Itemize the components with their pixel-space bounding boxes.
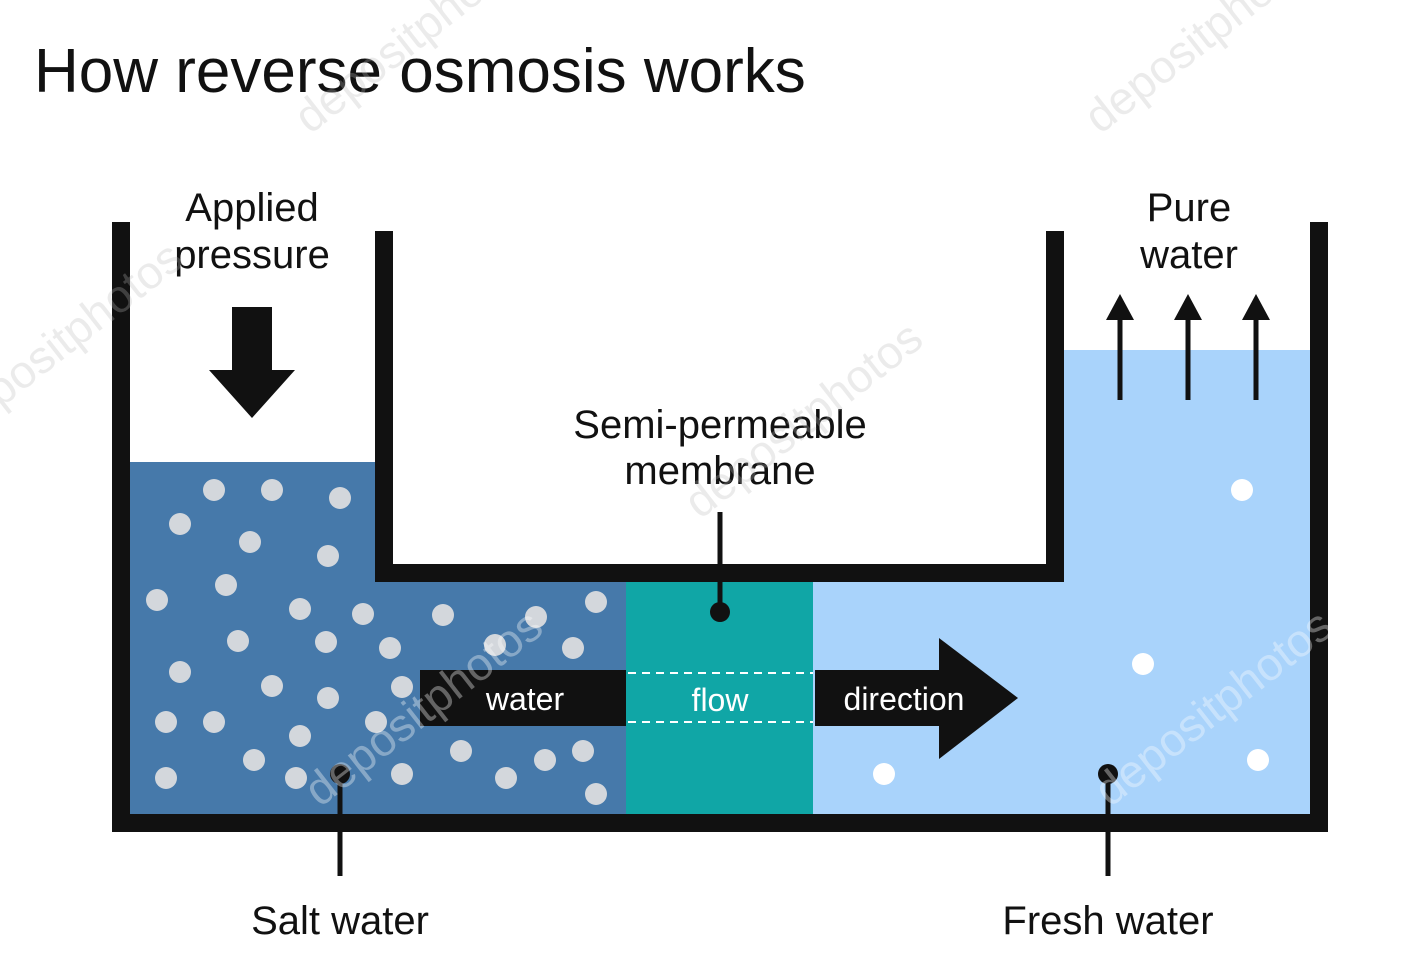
pressure-arrow-shaft <box>232 307 272 371</box>
flow-arrow-body-left <box>420 670 626 726</box>
salt-particle <box>585 783 607 805</box>
leader-dot-salt-water <box>330 764 350 784</box>
leader-dots <box>330 602 1118 784</box>
page-title: How reverse osmosis works <box>34 37 806 106</box>
flow-word-flow: flow <box>692 682 750 718</box>
vessel-outer-wall <box>112 222 1328 832</box>
watermark-text-2: depositphotos <box>1074 0 1332 143</box>
salt-particle <box>146 589 168 611</box>
salt-particle <box>329 487 351 509</box>
salt-particle <box>365 711 387 733</box>
fresh-water-particles <box>873 479 1269 785</box>
salt-particle <box>285 767 307 789</box>
watermark-text-3: depositphotos <box>0 231 192 448</box>
salt-particle <box>243 749 265 771</box>
fresh-water-particle <box>1247 749 1269 771</box>
salt-particle <box>155 711 177 733</box>
salt-particle <box>203 479 225 501</box>
pressure-arrow-icon <box>209 307 295 418</box>
salt-particle <box>317 545 339 567</box>
up-arrow-head-2 <box>1174 294 1202 320</box>
salt-particle <box>585 591 607 613</box>
salt-particle <box>261 675 283 697</box>
label-pure-line1: Pure <box>1147 186 1232 230</box>
flow-arrow-body-right <box>815 670 941 726</box>
salt-particle <box>391 763 413 785</box>
leader-dot-membrane <box>710 602 730 622</box>
salt-particle <box>203 711 225 733</box>
salt-particle <box>572 740 594 762</box>
salt-particle <box>352 603 374 625</box>
label-membrane-line1: Semi-permeable <box>573 403 866 447</box>
label-salt-water: Salt water <box>251 899 429 943</box>
salt-particle <box>379 637 401 659</box>
label-applied-line2: pressure <box>174 233 330 277</box>
salt-particle <box>239 531 261 553</box>
flow-word-water: water <box>485 681 565 717</box>
up-arrow-head-1 <box>1106 294 1134 320</box>
fresh-water-particle <box>1231 479 1253 501</box>
label-pure-line2: water <box>1139 233 1238 277</box>
flow-word-direction: direction <box>844 681 965 717</box>
leader-lines <box>337 512 1111 876</box>
salt-particle <box>215 574 237 596</box>
salt-particle <box>525 606 547 628</box>
salt-particle <box>315 631 337 653</box>
up-arrow-head-3 <box>1242 294 1270 320</box>
salt-particle <box>227 630 249 652</box>
fresh-water-particle <box>873 763 895 785</box>
pure-water-arrows <box>1106 294 1270 400</box>
salt-particle <box>155 767 177 789</box>
label-membrane-line2: membrane <box>624 449 815 493</box>
salt-particle <box>289 725 311 747</box>
label-fresh-water: Fresh water <box>1002 899 1213 943</box>
salt-particle <box>450 740 472 762</box>
salt-particle <box>317 687 339 709</box>
salt-particles <box>146 479 607 805</box>
pressure-arrow-head <box>209 370 295 418</box>
salt-particle <box>484 634 506 656</box>
fresh-water-particle <box>1132 653 1154 675</box>
salt-particle <box>495 767 517 789</box>
flow-arrow: water flow direction <box>420 638 1018 759</box>
salt-particle <box>169 661 191 683</box>
flow-arrow-head <box>939 638 1018 759</box>
salt-particle <box>169 513 191 535</box>
salt-particle <box>562 637 584 659</box>
salt-particle <box>391 676 413 698</box>
label-applied-line1: Applied <box>185 186 318 230</box>
salt-particle <box>534 749 556 771</box>
leader-dot-fresh-water <box>1098 764 1118 784</box>
salt-particle <box>289 598 311 620</box>
salt-particle <box>261 479 283 501</box>
salt-particle <box>432 604 454 626</box>
